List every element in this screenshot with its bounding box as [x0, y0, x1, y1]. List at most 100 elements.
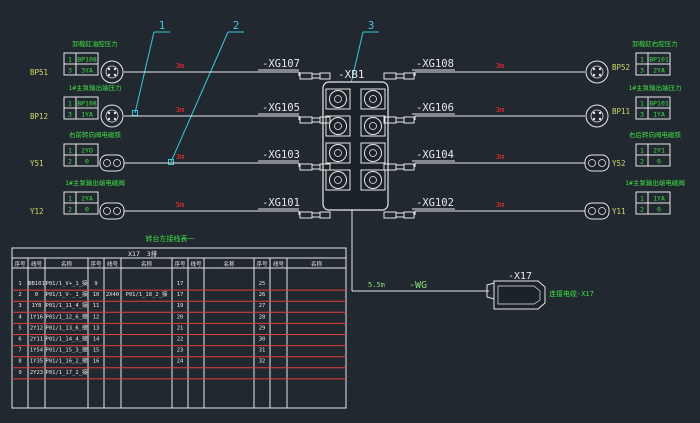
device-title-y52: 右后转向阀电磁铁	[629, 130, 682, 139]
sensor-inner-ring	[590, 109, 604, 123]
sensor-pin	[107, 117, 111, 121]
sensor-pin	[598, 117, 602, 121]
code-wire-bp11: 1YA	[653, 111, 665, 119]
wire-length-y52: 3m	[496, 153, 504, 161]
table-cell: P01/1_15_3_接	[46, 346, 88, 354]
table-header-cell: 序号	[256, 260, 268, 268]
wire-length-y11: 3m	[496, 201, 504, 209]
wire-length-bp12: 3m	[176, 106, 184, 114]
sensor-connector-icon	[585, 60, 609, 84]
device-tag-y52: Y52	[612, 159, 626, 168]
table-cell: 2Y23	[30, 370, 43, 376]
table-cell: 8	[18, 359, 21, 365]
table-header-cell: 名称	[223, 260, 235, 268]
plug-neck	[395, 212, 405, 218]
plug-head	[319, 211, 331, 219]
table-cell: 26	[259, 292, 266, 298]
hub-port-frame	[325, 88, 351, 110]
hub-port-frame	[360, 169, 386, 191]
code-cell	[647, 154, 671, 167]
code-pin: 1	[68, 100, 72, 108]
port-label-xg104: -XG104	[416, 149, 454, 161]
code-pin: 1	[68, 147, 72, 155]
code-pin: 1	[640, 195, 644, 203]
cable-name: -WG	[409, 280, 427, 291]
sensor-connector-icon	[585, 104, 609, 128]
plug-body	[383, 211, 397, 219]
sensor-connector-icon	[100, 104, 124, 128]
cable-end-label: 连接电缆-X17	[549, 289, 594, 298]
table-cell: 10	[93, 292, 100, 298]
device-tag-y51: Y51	[30, 159, 44, 168]
hub-port-pin	[334, 176, 342, 184]
table-cell: BB101	[28, 281, 45, 287]
balloon-number-1: 1	[159, 19, 166, 32]
hub-port-pin	[369, 95, 377, 103]
device-tag-bp12: BP12	[30, 112, 48, 121]
table-cell: P01/1_17_2_接	[46, 368, 88, 376]
cable-plug-body	[493, 280, 546, 310]
sensor-pin	[107, 67, 111, 71]
valve-pin	[113, 159, 121, 167]
table-cell: P01/1_V-_1_接	[46, 290, 88, 298]
code-wire-y52: 0	[657, 158, 661, 166]
code-pin: 2	[640, 158, 644, 166]
sensor-pin	[598, 67, 602, 71]
table-cell: 2	[18, 292, 21, 298]
table-cell: 11	[93, 303, 100, 309]
sensor-pin	[592, 111, 596, 115]
table-header-cell: 序号	[14, 260, 26, 268]
hub-port-pin	[369, 122, 377, 130]
code-wire-y51: 2YO	[81, 147, 93, 155]
code-wire-bp12: 1YA	[81, 111, 93, 119]
hub-port-left-4	[329, 171, 347, 189]
hub-port-right-4	[364, 171, 382, 189]
plug-head	[403, 163, 415, 171]
sensor-pin	[107, 111, 111, 115]
plug-head	[319, 116, 331, 124]
plug-head	[403, 211, 415, 219]
table-cell: 12	[93, 314, 100, 320]
table-cell: 6	[18, 337, 21, 343]
code-wire-bp52: 2YA	[653, 67, 665, 75]
table-header-cell: 名称	[311, 260, 323, 268]
sensor-pin	[592, 73, 596, 77]
code-wire-bp12: BP108	[77, 100, 97, 108]
cable-plug-inner	[497, 285, 541, 305]
hub-port-left-3	[329, 144, 347, 162]
device-title-y11: 1#主泵输出端电磁阀	[625, 178, 685, 187]
hub-port-pin	[369, 176, 377, 184]
port-label-xg102: -XG102	[416, 197, 454, 209]
code-pin: 1	[640, 56, 644, 64]
valve-pin	[598, 159, 606, 167]
device-title-bp52: 卸载缸右腔压力	[632, 39, 678, 48]
plug-body	[299, 116, 313, 124]
sensor-hub-xb1: -XB1	[322, 68, 389, 211]
plug-neck	[395, 117, 405, 123]
sensor-pin	[107, 73, 111, 77]
code-wire-bp51: BP108	[77, 56, 97, 64]
plug-body	[299, 72, 313, 80]
table-cell: 5	[18, 325, 21, 331]
code-cell	[75, 154, 99, 167]
table-cell: P01/1_14_4_接	[46, 335, 88, 343]
sensor-connector-icon	[100, 60, 124, 84]
plug-head	[319, 72, 331, 80]
wire-length-y12: 5m	[176, 201, 184, 209]
table-cell: 24	[177, 359, 184, 365]
code-pin: 1	[68, 195, 72, 203]
table-cell: 1Y35	[30, 359, 43, 365]
code-cell	[75, 202, 99, 215]
sensor-pin	[113, 111, 117, 115]
table-cell: 0	[35, 292, 38, 298]
port-label-xg105: -XG105	[262, 102, 300, 114]
valve-pin	[588, 159, 596, 167]
table-cell: 22	[177, 337, 184, 343]
table-cell: 19	[177, 303, 184, 309]
code-wire-y12: 2YA	[81, 195, 93, 203]
wire-length-bp51: 3m	[176, 62, 184, 70]
